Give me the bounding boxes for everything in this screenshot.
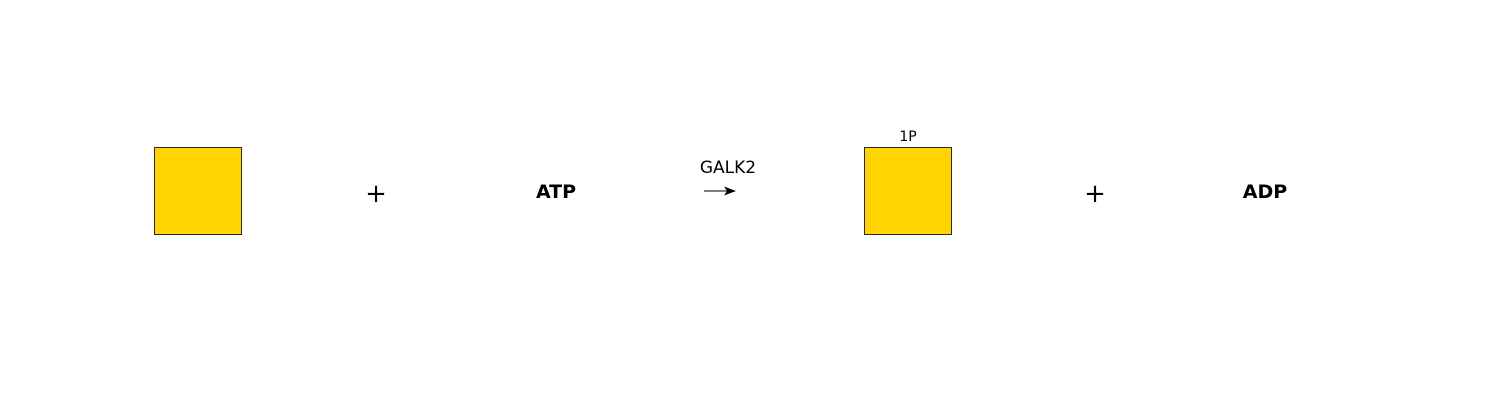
cosubstrate-atp-label: ATP bbox=[535, 181, 577, 203]
product-galactose-square bbox=[864, 147, 952, 235]
substrate-galactose-square bbox=[154, 147, 242, 235]
plus-sign-1: + bbox=[365, 179, 387, 209]
coproduct-adp-label: ADP bbox=[1242, 181, 1288, 203]
plus-sign-2: + bbox=[1084, 179, 1106, 209]
enzyme-label: GALK2 bbox=[699, 158, 757, 178]
product-modification-label: 1P bbox=[899, 129, 917, 145]
right-arrow-icon bbox=[704, 186, 736, 196]
